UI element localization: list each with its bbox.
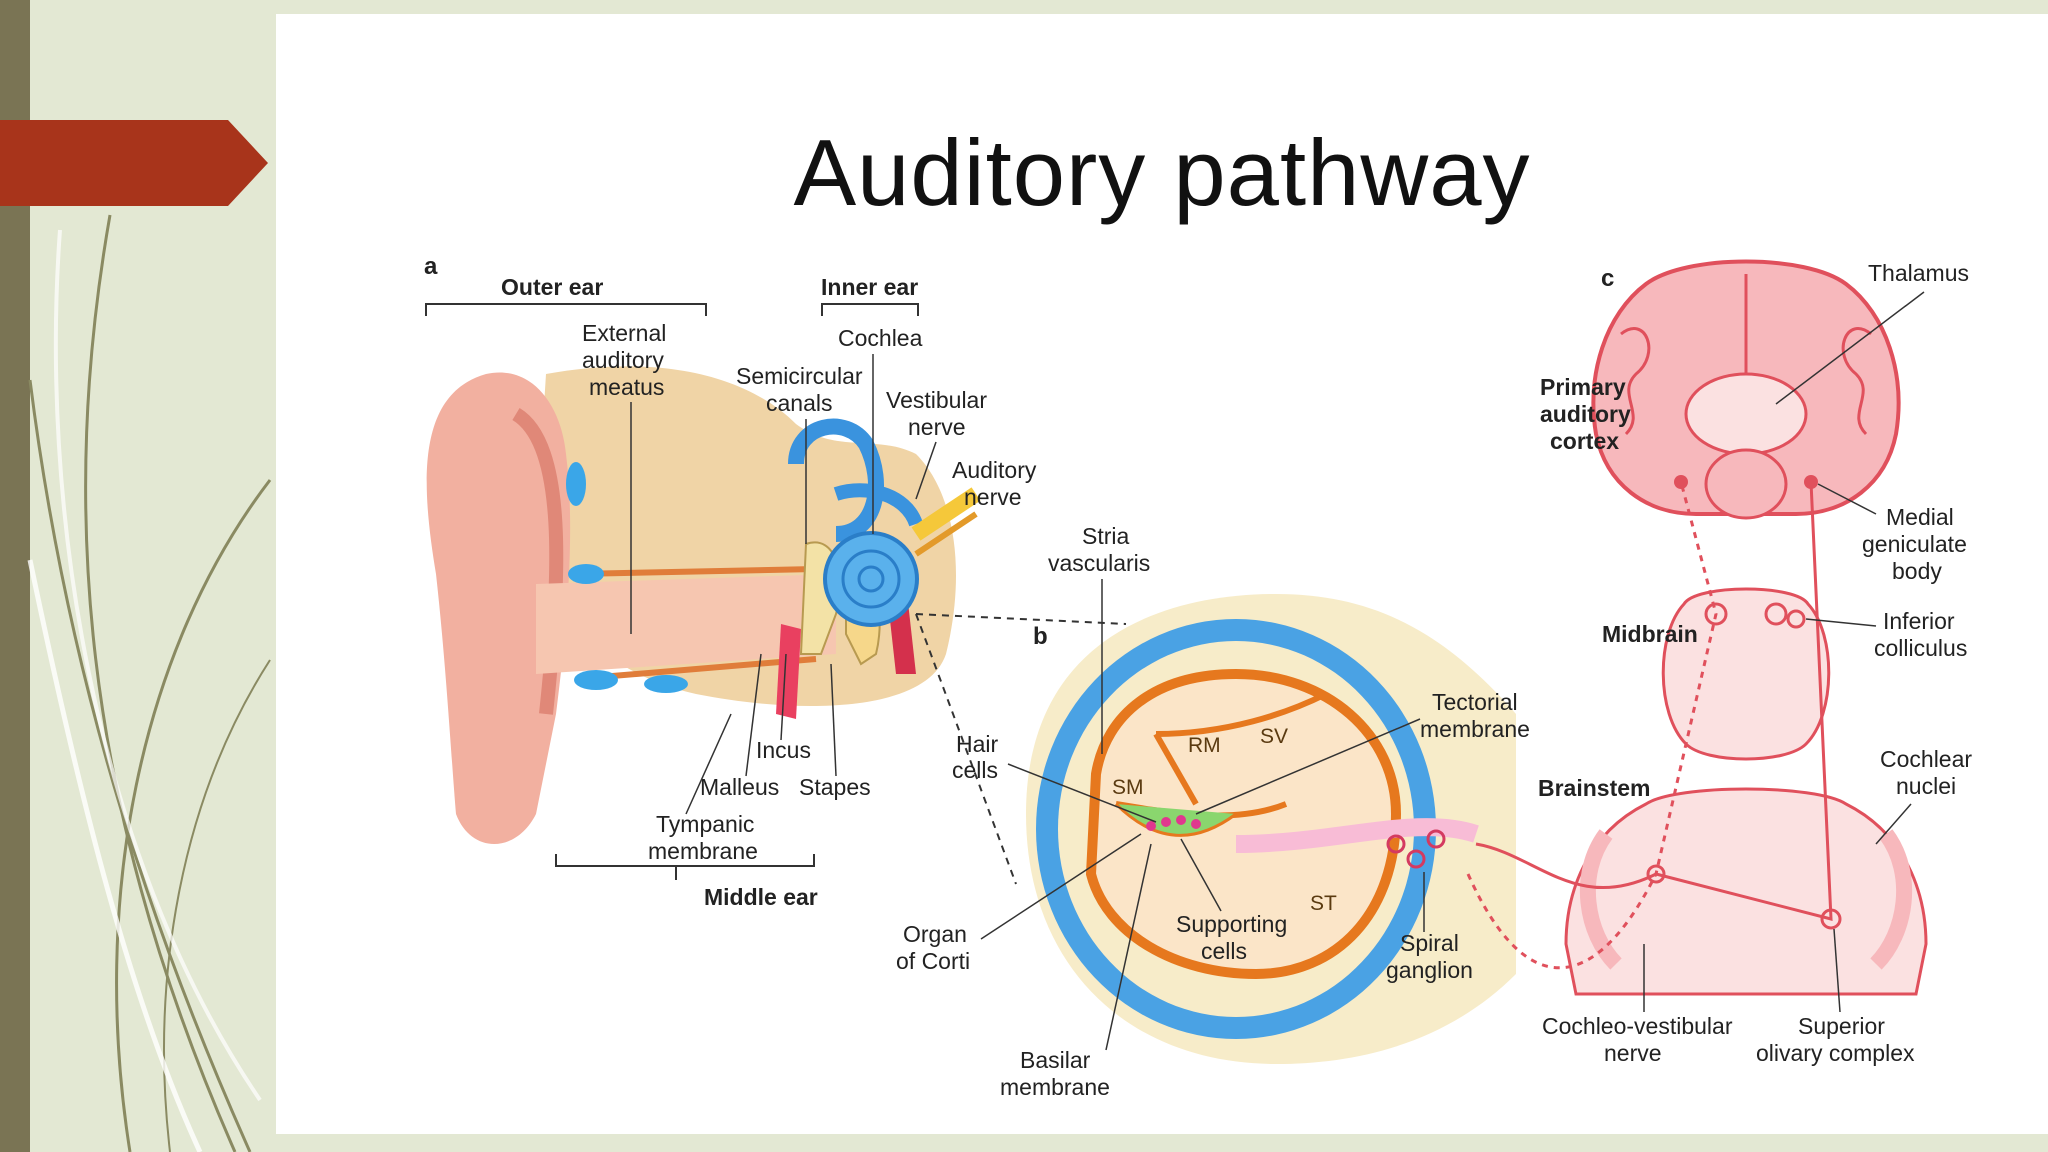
label-supporting-2: cells — [1201, 938, 1247, 964]
slide-canvas: Auditory pathway a Outer ear Inner ear — [276, 14, 2048, 1134]
label-hair-1: Hair — [956, 731, 999, 757]
label-tympanic-2: membrane — [648, 838, 758, 864]
panel-b-label: b — [1033, 623, 1048, 650]
midbrain-shape — [1661, 587, 1831, 761]
label-pac-1: Primary — [1540, 374, 1626, 400]
label-pac-2: auditory — [1540, 401, 1631, 427]
label-brainstem: Brainstem — [1538, 775, 1650, 801]
ipsilateral-pathway — [1466, 481, 1718, 970]
label-mgb-3: body — [1892, 558, 1942, 584]
label-basilar-1: Basilar — [1020, 1047, 1091, 1073]
cochlea-shape — [823, 531, 919, 627]
title-arrow-marker — [0, 120, 268, 206]
label-semicircular-2: canals — [766, 390, 832, 416]
label-stria-1: Stria — [1082, 523, 1130, 549]
outer-ear-label: Outer ear — [501, 274, 603, 300]
brainstem-shape — [1564, 787, 1928, 996]
label-rm: RM — [1188, 734, 1221, 757]
label-spiral-1: Spiral — [1400, 930, 1459, 956]
label-organ-2: of Corti — [896, 948, 970, 974]
label-hair-2: cells — [952, 757, 998, 783]
label-cn-1: Cochlear — [1880, 746, 1972, 772]
label-tectorial-2: membrane — [1420, 716, 1530, 742]
semicircular-canals — [788, 418, 884, 542]
auricle — [426, 372, 571, 844]
label-ic-2: colliculus — [1874, 635, 1967, 661]
label-eam-1: External — [582, 320, 666, 346]
label-mgb-2: geniculate — [1862, 531, 1967, 557]
outer-ear-bracket — [425, 303, 707, 316]
ear-canal — [536, 574, 836, 674]
spiral-ganglion-shape — [1235, 818, 1479, 853]
organ-of-corti-shape — [1114, 802, 1237, 837]
slide-title: Auditory pathway — [793, 120, 1531, 225]
label-supporting-1: Supporting — [1176, 911, 1287, 937]
panel-b-cochlea-section: b RM SV SM ST Stria vascularis — [896, 523, 1530, 1100]
label-st: ST — [1310, 892, 1337, 915]
label-semicircular-1: Semicircular — [736, 363, 863, 389]
label-organ-1: Organ — [903, 921, 967, 947]
thalamus-shape — [1684, 372, 1808, 456]
label-tectorial-1: Tectorial — [1432, 689, 1518, 715]
label-cn-2: nuclei — [1896, 773, 1956, 799]
label-soc-1: Superior — [1798, 1013, 1885, 1039]
label-pac-3: cortex — [1550, 428, 1619, 454]
inner-ear-bracket — [821, 303, 919, 316]
label-stapes: Stapes — [799, 774, 871, 800]
label-ic-1: Inferior — [1883, 608, 1955, 634]
label-vestibular-1: Vestibular — [886, 387, 987, 413]
label-tympanic-1: Tympanic — [656, 811, 754, 837]
label-sm: SM — [1112, 776, 1144, 799]
panel-a-label: a — [424, 253, 438, 280]
label-midbrain: Midbrain — [1602, 621, 1698, 647]
label-spiral-2: ganglion — [1386, 957, 1473, 983]
label-cochlea: Cochlea — [838, 325, 923, 351]
panel-c-brain: c Thalamus — [1466, 259, 1972, 1066]
label-eam-3: meatus — [589, 374, 664, 400]
label-soc-2: olivary complex — [1756, 1040, 1915, 1066]
inner-ear-label: Inner ear — [821, 274, 918, 300]
vestibulocochlear-nerve-shape — [911, 487, 981, 541]
label-sv: SV — [1260, 725, 1288, 748]
label-incus: Incus — [756, 737, 811, 763]
label-cvn-1: Cochleo-vestibular — [1542, 1013, 1733, 1039]
tympanic-membrane-shape — [776, 624, 801, 719]
label-vestibular-2: nerve — [908, 414, 966, 440]
label-auditory-nerve-2: nerve — [964, 484, 1022, 510]
label-eam-2: auditory — [582, 347, 664, 373]
label-cvn-2: nerve — [1604, 1040, 1662, 1066]
label-basilar-2: membrane — [1000, 1074, 1110, 1100]
auditory-pathway-diagram: a Outer ear Inner ear — [424, 253, 1972, 1100]
reissner-membrane — [1155, 691, 1328, 737]
panel-a-ear: a Outer ear Inner ear — [424, 253, 1127, 910]
decorative-swooshes — [27, 214, 272, 1152]
middle-ear-label: Middle ear — [704, 884, 818, 910]
label-malleus: Malleus — [700, 774, 779, 800]
label-stria-2: vascularis — [1048, 550, 1150, 576]
label-auditory-nerve-1: Auditory — [952, 457, 1037, 483]
label-mgb-1: Medial — [1886, 504, 1954, 530]
panel-c-label: c — [1601, 265, 1614, 292]
label-thalamus: Thalamus — [1868, 260, 1969, 286]
contralateral-pathway — [1655, 481, 1833, 921]
